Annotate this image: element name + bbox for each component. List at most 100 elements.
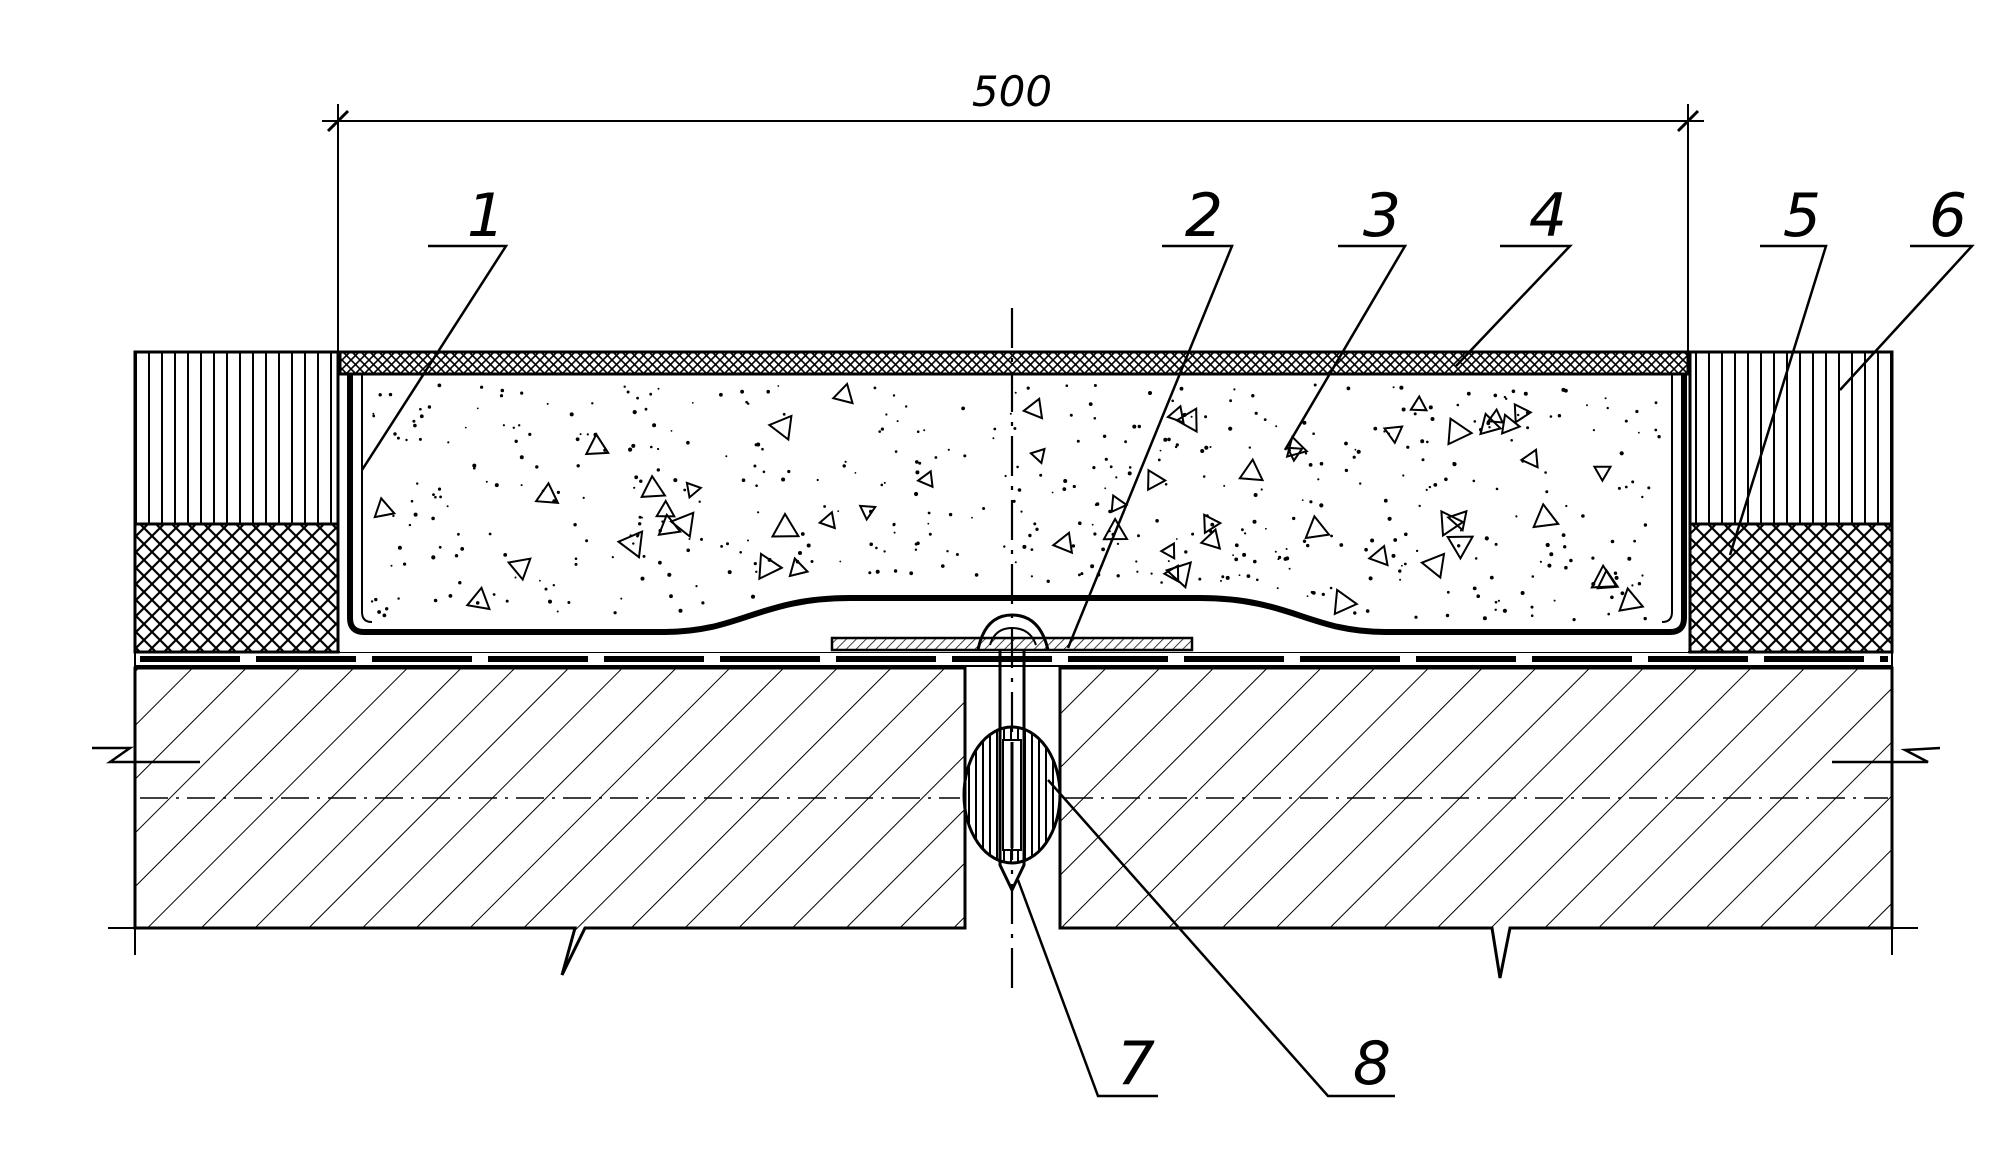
aggregate-dot xyxy=(505,599,509,603)
aggregate-dot xyxy=(652,423,657,428)
aggregate-stone xyxy=(465,585,491,611)
aggregate-dot xyxy=(1104,457,1108,461)
aggregate-dot xyxy=(725,455,728,458)
aggregate-dot xyxy=(397,597,400,600)
aggregate-dot xyxy=(405,438,408,442)
aggregate-dot xyxy=(640,576,645,581)
aggregate-dot xyxy=(1344,441,1348,446)
aggregate-stone xyxy=(1409,394,1429,412)
aggregate-dot xyxy=(1229,399,1232,403)
aggregate-dot xyxy=(955,553,959,556)
aggregate-dot xyxy=(1035,527,1039,531)
aggregate-dot xyxy=(1353,611,1357,615)
aggregate-dot xyxy=(1204,445,1209,450)
aggregate-dot xyxy=(1330,534,1333,538)
aggregate-dot xyxy=(873,386,877,390)
aggregate-dot xyxy=(382,613,387,618)
aggregate-dot xyxy=(1104,487,1107,490)
aggregate-dot xyxy=(1128,466,1132,469)
aggregate-dot xyxy=(1523,391,1528,396)
aggregate-dot xyxy=(475,601,480,605)
aggregate-texture xyxy=(370,381,1661,622)
aggregate-dot xyxy=(431,516,435,521)
aggregate-dot xyxy=(667,572,672,577)
aggregate-dot xyxy=(544,587,548,591)
aggregate-dot xyxy=(632,542,635,545)
aggregate-dot xyxy=(755,570,758,573)
aggregate-stone xyxy=(1028,447,1046,465)
aggregate-dot xyxy=(1530,614,1534,617)
aggregate-dot xyxy=(1065,384,1069,388)
aggregate-stone xyxy=(640,474,667,499)
aggregate-stone xyxy=(1051,531,1074,555)
aggregate-dot xyxy=(1631,480,1635,484)
aggregate-dot xyxy=(1635,409,1639,414)
aggregate-dot xyxy=(1484,536,1489,541)
aggregate-dot xyxy=(893,531,896,534)
aggregate-dot xyxy=(1306,543,1310,548)
aggregate-dot xyxy=(915,460,919,464)
aggregate-stone xyxy=(1165,404,1185,425)
aggregate-dot xyxy=(1359,482,1362,485)
aggregate-stone xyxy=(770,512,801,538)
aggregate-dot xyxy=(657,447,660,451)
aggregate-dot xyxy=(611,556,614,559)
aggregate-dot xyxy=(1209,446,1212,448)
aggregate-dot xyxy=(1246,574,1251,578)
left-slab xyxy=(133,666,967,976)
aggregate-dot xyxy=(1253,493,1258,497)
leader-1 xyxy=(1016,879,1158,1098)
aggregate-dot xyxy=(1088,402,1093,406)
aggregate-stone xyxy=(1333,588,1359,616)
aggregate-dot xyxy=(626,390,630,394)
aggregate-dot xyxy=(464,426,467,429)
aggregate-dot xyxy=(894,450,898,453)
aggregate-dot xyxy=(1354,448,1357,451)
aggregate-dot xyxy=(1093,532,1097,536)
leader-7 xyxy=(1728,244,1828,556)
aggregate-dot xyxy=(1373,426,1378,431)
aggregate-dot xyxy=(1401,407,1406,412)
aggregate-dot xyxy=(658,560,662,565)
aggregate-stone xyxy=(616,529,644,560)
aggregate-dot xyxy=(1263,418,1267,421)
aggregate-dot xyxy=(1115,476,1118,479)
aggregate-stone xyxy=(1237,457,1265,482)
aggregate-dot xyxy=(1383,498,1388,503)
aggregate-dot xyxy=(1482,616,1487,621)
aggregate-dot xyxy=(579,433,582,436)
aggregate-dot xyxy=(1444,477,1448,482)
aggregate-dot xyxy=(875,546,878,550)
aggregate-dot xyxy=(1545,542,1550,548)
aggregate-dot xyxy=(1022,544,1027,549)
aggregate-dot xyxy=(1545,490,1549,494)
callout-6: 4 xyxy=(1529,181,1567,251)
aggregate-dot xyxy=(1091,523,1094,526)
aggregate-dot xyxy=(633,486,636,489)
aggregate-dot xyxy=(1163,437,1168,442)
aggregate-dot xyxy=(1624,419,1628,423)
aggregate-dot xyxy=(528,432,532,436)
aggregate-dot xyxy=(1210,522,1215,527)
aggregate-dot xyxy=(396,436,400,440)
aggregate-dot xyxy=(413,423,417,428)
aggregate-dot xyxy=(1591,556,1595,560)
aggregate-stone xyxy=(817,510,837,530)
aggregate-dot xyxy=(1620,591,1625,596)
callout-1: 7 xyxy=(1117,1029,1155,1099)
aggregate-dot xyxy=(837,510,840,512)
aggregate-dot xyxy=(500,388,505,393)
aggregate-stone xyxy=(1445,535,1475,561)
aggregate-dot xyxy=(1446,590,1450,594)
aggregate-dot xyxy=(880,427,885,431)
aggregate-dot xyxy=(1344,468,1349,473)
left-break-mark xyxy=(92,746,200,764)
callout-7: 5 xyxy=(1783,181,1821,251)
aggregate-dot xyxy=(437,487,442,491)
aggregate-dot xyxy=(374,597,378,602)
left-side-floor xyxy=(133,350,340,654)
aggregate-dot xyxy=(1452,462,1457,467)
right-side-floor xyxy=(1688,350,1894,654)
aggregate-dot xyxy=(1033,522,1037,526)
aggregate-dot xyxy=(649,392,653,396)
